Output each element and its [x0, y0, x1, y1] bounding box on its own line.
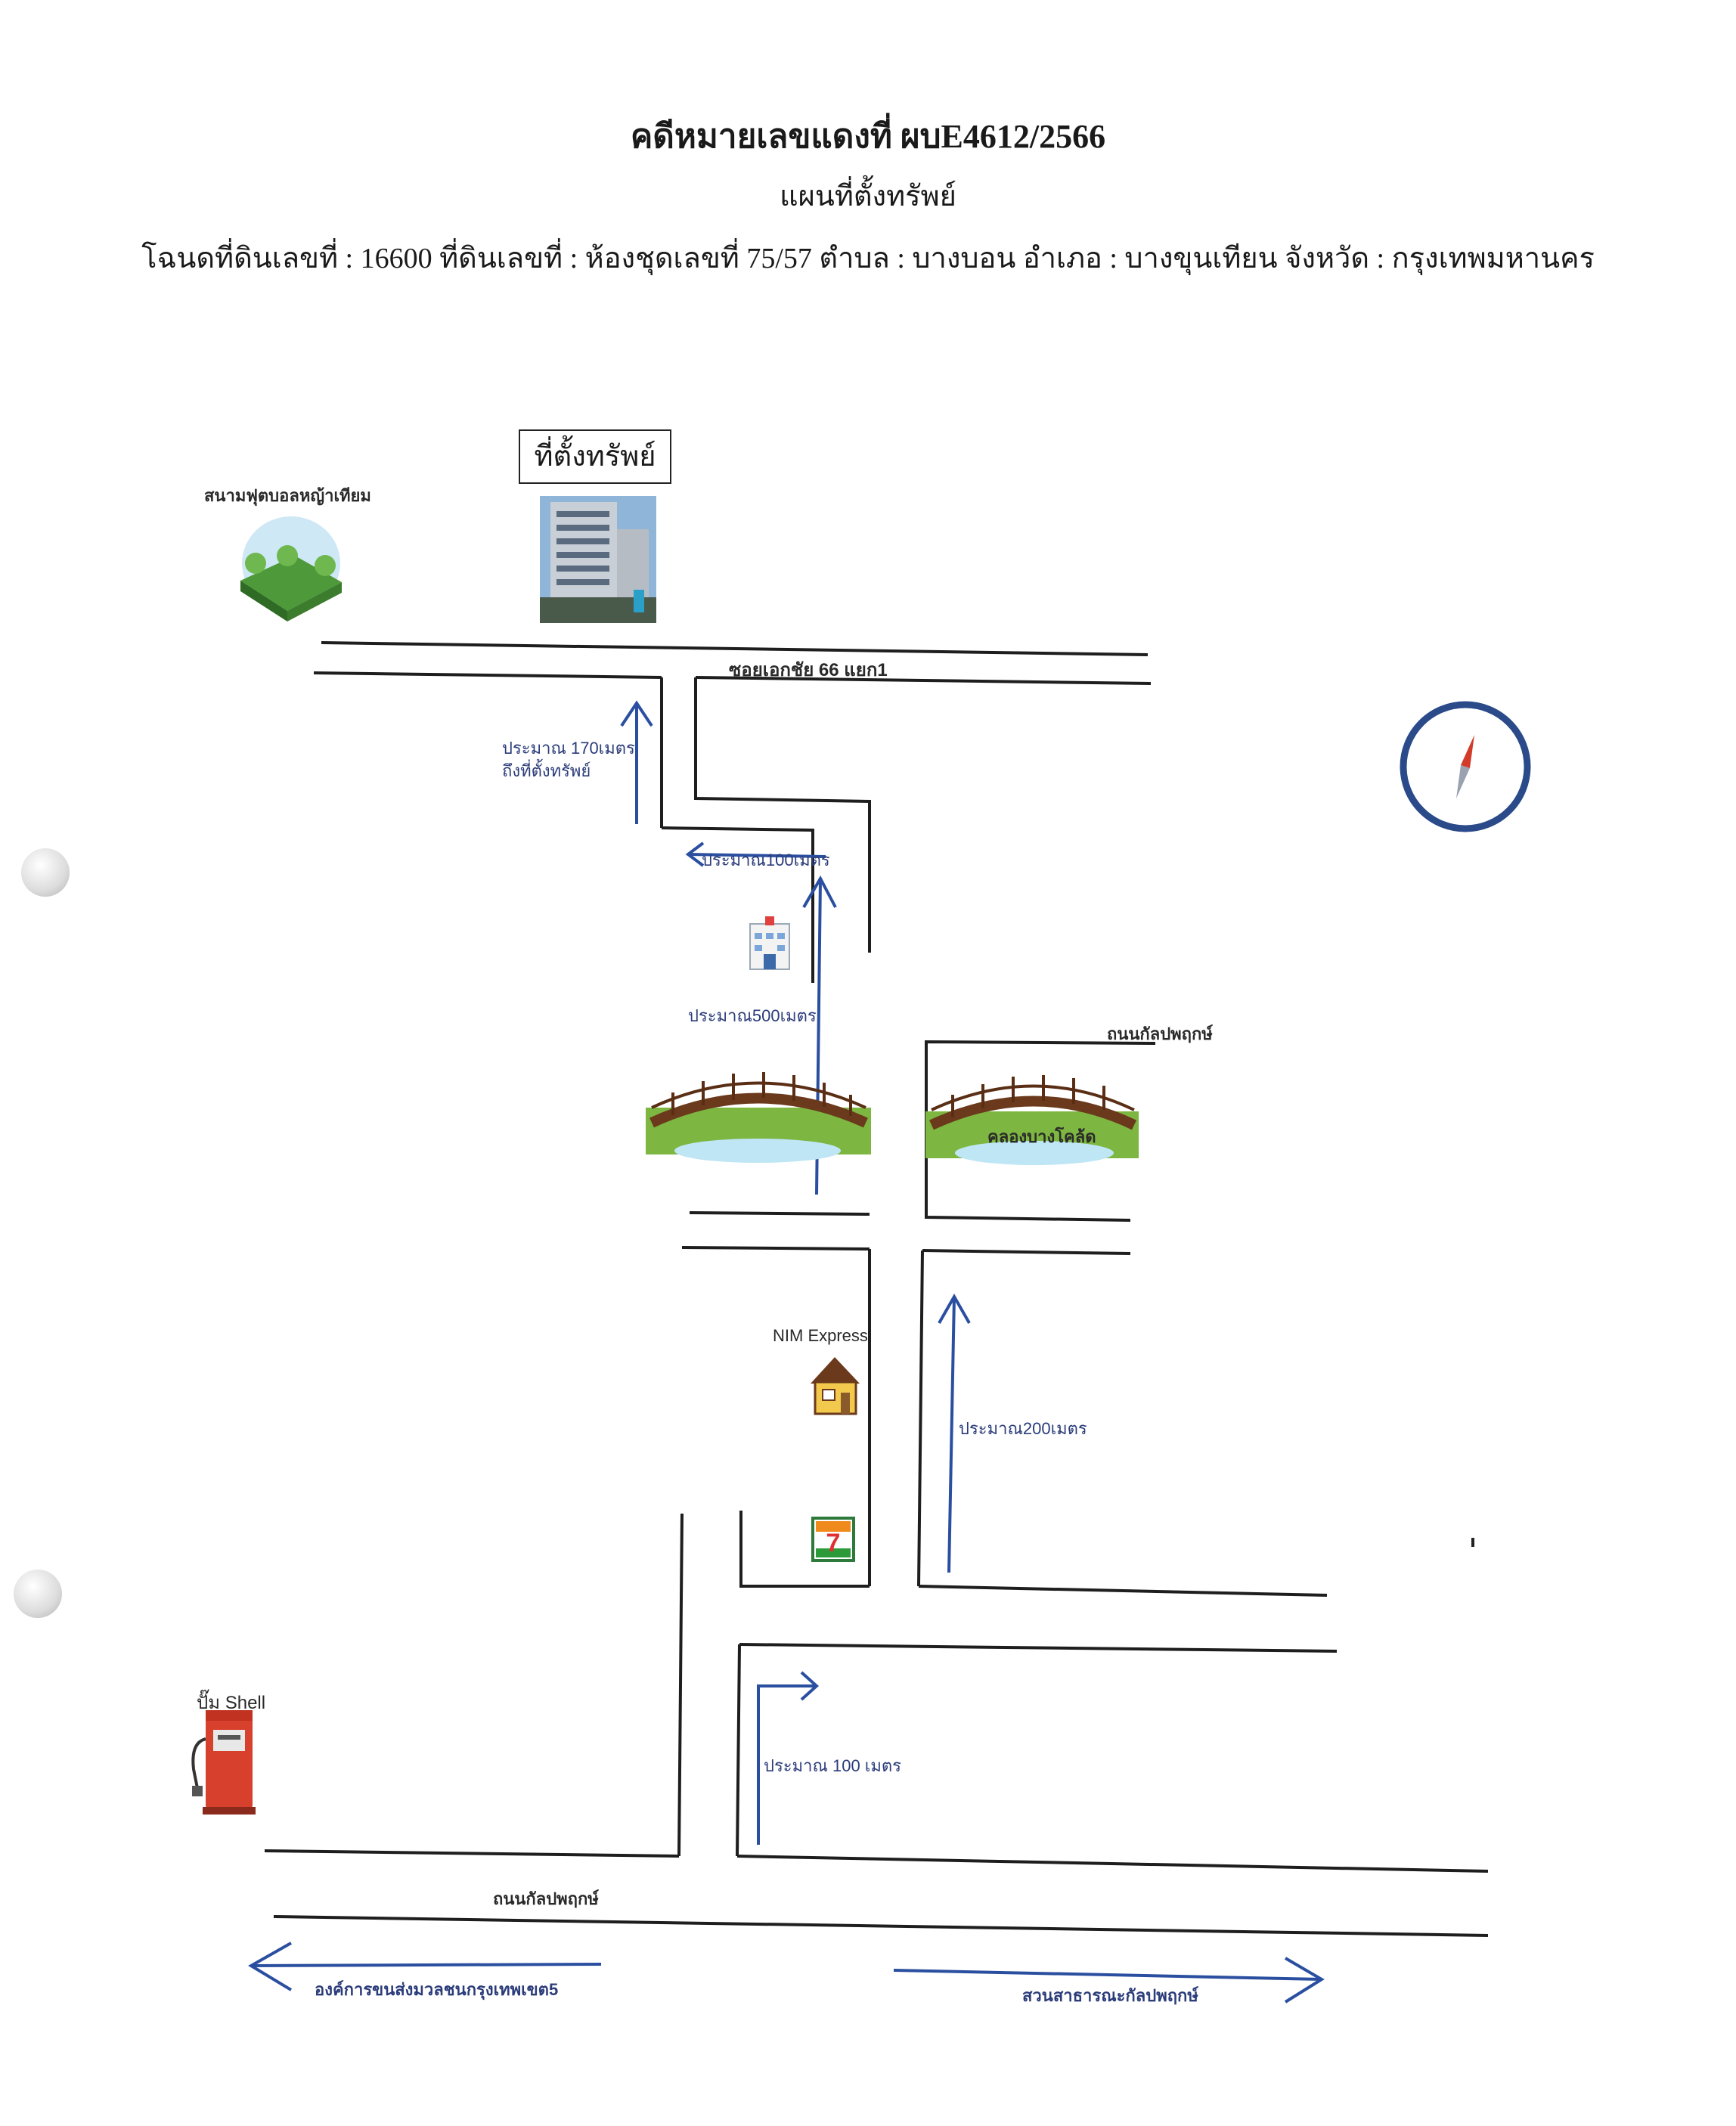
fuel-pump-icon: [191, 1710, 256, 1815]
arrow-200m: [947, 1296, 956, 1573]
distance-100m-top-label: ประมาณ100เมตร: [702, 851, 830, 869]
bridge-icon-left: [646, 1072, 871, 1163]
punch-hole-upper: [21, 848, 70, 897]
hospital-icon: [749, 916, 790, 970]
distance-100m-bottom-label: ประมาณ 100 เมตร: [764, 1756, 901, 1775]
distance-170m-label: ประมาณ 170เมตร: [502, 739, 635, 758]
football-field-label: สนามฟุตบอลหญ้าเทียม: [204, 486, 371, 505]
arrow-right-destination: [893, 1969, 1322, 1981]
document-subtitle: แผนที่ตั้งทรัพย์: [780, 181, 956, 212]
nim-express-label: NIM Express: [773, 1326, 868, 1345]
arrow-100m-top: [687, 853, 826, 858]
case-title: คดีหมายเลขแดงที่ ผบE4612/2566: [630, 118, 1106, 155]
kanlapaphruek-road-upper-label: ถนนกัลปพฤกษ์: [1107, 1024, 1213, 1043]
punch-hole-lower: [14, 1570, 62, 1618]
compass-icon: [1400, 701, 1531, 832]
shell-pump-label: ปั๊ม Shell: [197, 1693, 266, 1713]
left-destination-label: องค์การขนส่งมวลชนกรุงเทพเขต5: [315, 1980, 559, 1999]
bridge-icon-right: [925, 1075, 1139, 1165]
house-icon: [811, 1357, 860, 1415]
right-destination-label: สวนสาธารณะกัลปพฤกษ์: [1022, 1986, 1198, 2005]
arrow-left-destination: [250, 1963, 602, 1967]
distance-500m-label: ประมาณ500เมตร: [688, 1006, 817, 1025]
distance-200m-label: ประมาณ200เมตร: [959, 1419, 1087, 1438]
distance-170m-sublabel: ถึงที่ตั้งทรัพย์: [502, 761, 591, 780]
deed-details-line: โฉนดที่ดินเลขที่ : 16600 ที่ดินเลขที่ : …: [141, 243, 1595, 274]
kanlapaphruek-road-lower-label: ถนนกัลปพฤกษ์: [493, 1889, 599, 1908]
svg-text:7: 7: [826, 1529, 841, 1557]
canal-label: คลองบางโคล้ด: [987, 1127, 1096, 1146]
road-lines: [264, 641, 1489, 1937]
property-location-label: ที่ตั้งทรัพย์: [519, 429, 671, 484]
route-arrows: [248, 700, 1325, 2004]
arrow-100m-bottom: [757, 1684, 815, 1845]
soi-road-label: ซอยเอกชัย 66 แยก1: [729, 660, 888, 680]
building-photo-icon: [540, 496, 656, 623]
seven-eleven-icon: 7: [811, 1517, 855, 1562]
scan-speck: [1471, 1538, 1474, 1547]
football-field-icon: [240, 516, 342, 621]
